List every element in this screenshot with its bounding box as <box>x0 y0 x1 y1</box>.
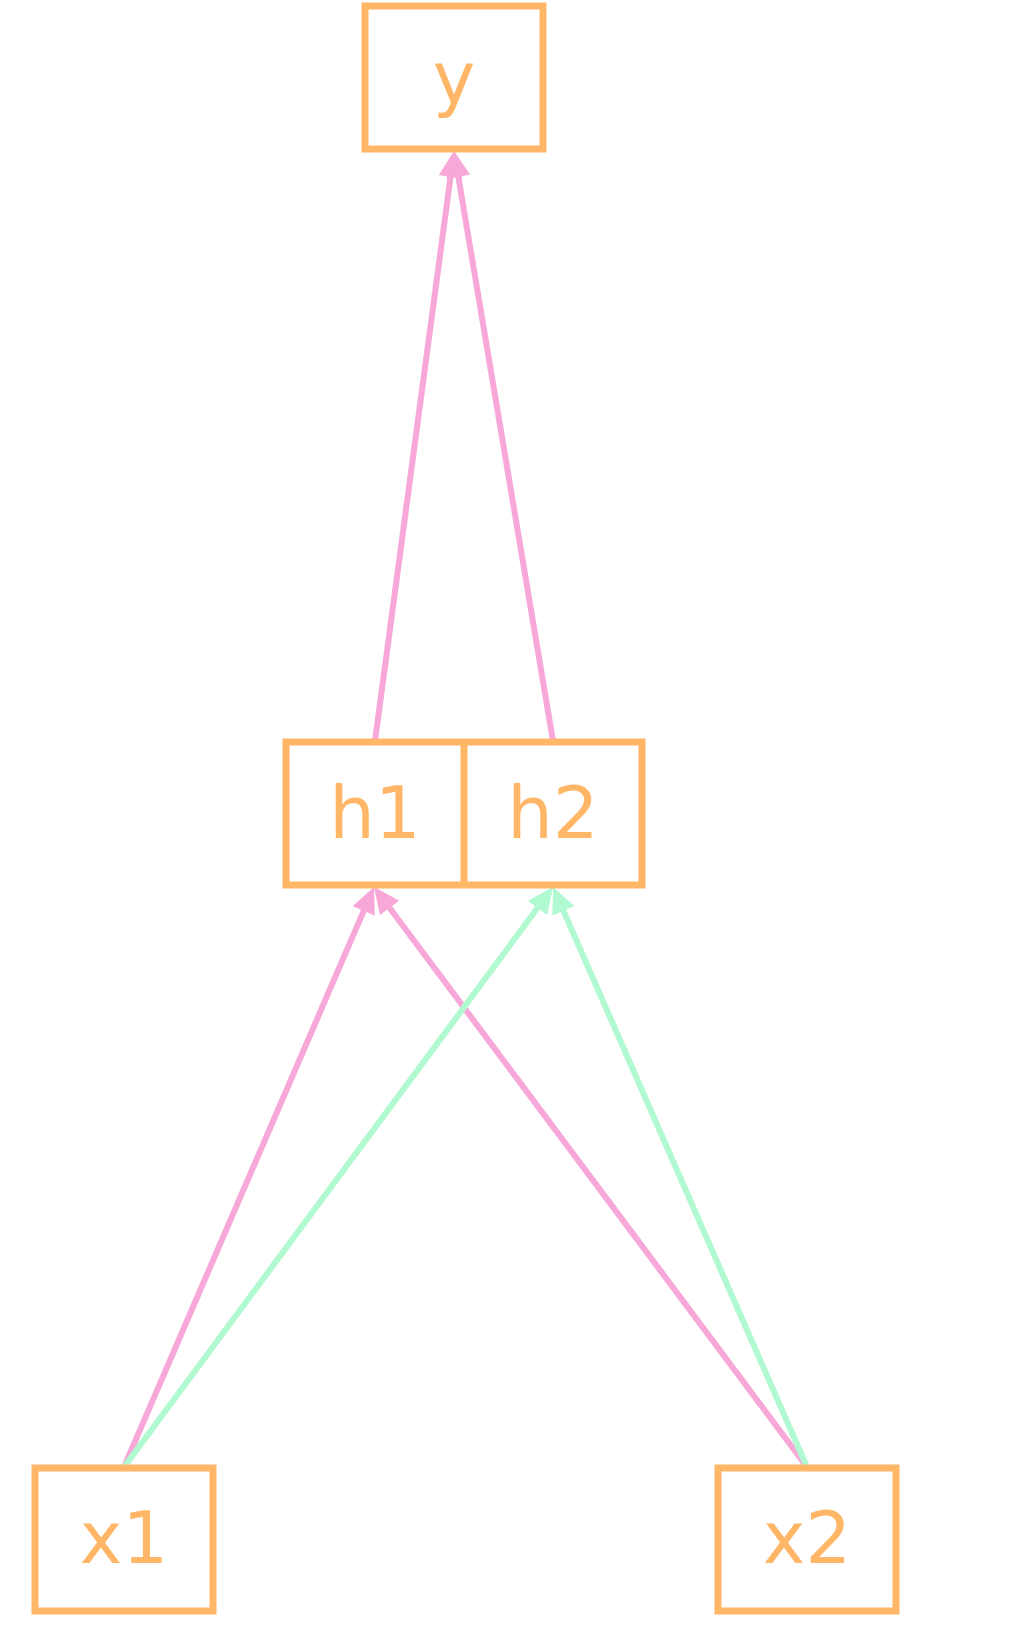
node-x1-label: x1 <box>80 1496 168 1580</box>
arrowhead-icon <box>446 151 471 179</box>
node-h1-label: h1 <box>329 771 420 855</box>
node-x2: x2 <box>714 1464 900 1615</box>
node-h2-box <box>460 738 646 889</box>
edge-line <box>558 904 810 1470</box>
edge-x2-to-h1 <box>374 887 810 1470</box>
node-h2-label: h2 <box>507 771 598 855</box>
arrowhead-icon <box>527 887 553 916</box>
edge-x1-to-h1 <box>121 887 375 1470</box>
node-h1: h1 <box>282 738 468 889</box>
node-h2: h2 <box>460 738 646 889</box>
arrowhead-icon <box>352 887 375 916</box>
edge-x1-to-h2 <box>121 887 553 1470</box>
edge-line <box>121 904 369 1470</box>
node-y-label: y <box>433 36 476 120</box>
arrowhead-icon <box>374 887 400 916</box>
edge-h1-to-y <box>372 151 463 744</box>
node-x2-box <box>714 1464 900 1615</box>
edge-line <box>384 901 810 1470</box>
arrowhead-icon <box>552 887 575 916</box>
edge-line <box>121 901 543 1470</box>
node-y: y <box>361 2 547 153</box>
node-y-box <box>361 2 547 153</box>
node-x1-box <box>31 1464 217 1615</box>
edge-x2-to-h2 <box>552 887 810 1470</box>
edge-line <box>454 169 556 744</box>
node-x1: x1 <box>31 1464 217 1615</box>
edge-h2-to-y <box>446 151 556 744</box>
node-h1-box <box>282 738 468 889</box>
node-x2-label: x2 <box>763 1496 851 1580</box>
edges-layer <box>121 151 810 1470</box>
edge-line <box>372 169 455 744</box>
nodes-layer: y h1 h2 x1 x2 <box>31 2 900 1615</box>
